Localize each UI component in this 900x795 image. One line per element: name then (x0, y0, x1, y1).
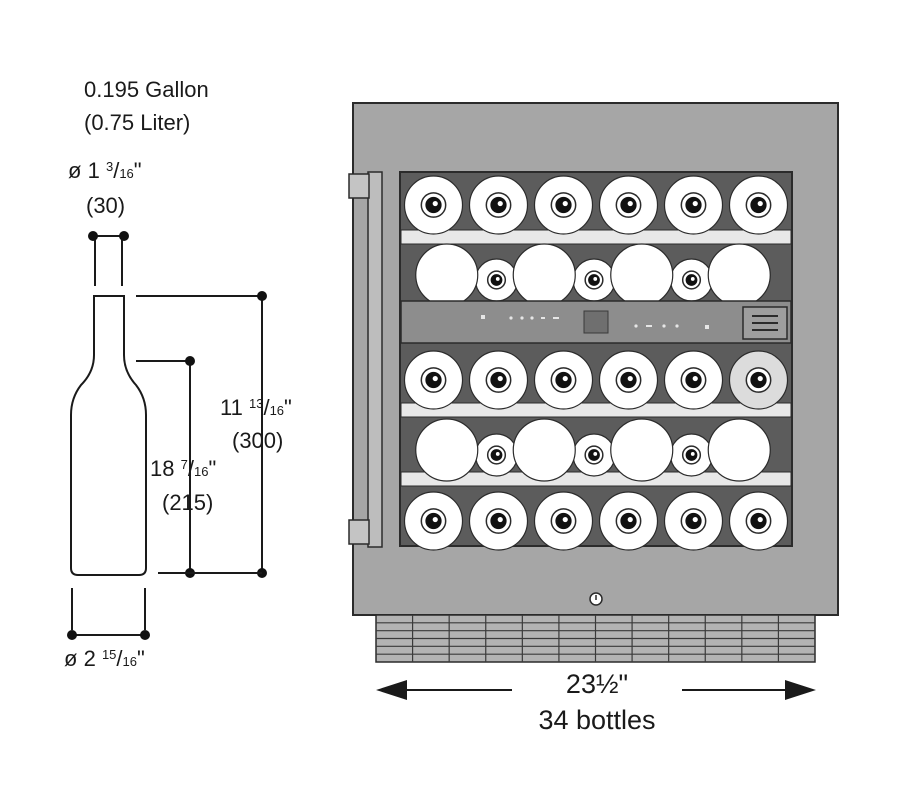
neck-dim-dot-left (88, 231, 98, 241)
height-body-denominator: 16 (193, 464, 209, 479)
neck-diameter-label: ø 1 3/16" (68, 158, 142, 183)
bottle-capacity-gallon: 0.195 Gallon (84, 77, 209, 102)
base-dot-left (67, 630, 77, 640)
arrow-head-right (785, 680, 816, 700)
handle-mount-top (348, 173, 370, 199)
cooler-interior (399, 171, 793, 547)
diameter-symbol: ø (64, 646, 78, 671)
height-total-label: 11 13/16" (220, 395, 292, 420)
temperature-display (583, 310, 609, 334)
neck-diameter-numerator: 3 (105, 159, 114, 174)
base-diameter-numerator: 15 (101, 647, 117, 662)
control-indicators (481, 315, 709, 329)
bottle-base (512, 418, 576, 482)
height-body-numerator: 7 (180, 457, 188, 472)
height-total-mm: (300) (232, 428, 284, 453)
bottle-front (403, 175, 464, 235)
neck-dim-dot-right (119, 231, 129, 241)
indicator-light (509, 316, 513, 320)
bottle-base (610, 418, 674, 482)
arrow-head-left (376, 680, 407, 700)
indicator-light (705, 325, 709, 329)
bottle-front (728, 350, 789, 410)
base-dot-right (140, 630, 150, 640)
bottle-front (728, 175, 789, 235)
height-dot-top (257, 291, 267, 301)
bottle-front (598, 491, 659, 551)
bottle-base (415, 418, 479, 482)
bottle-front (468, 491, 529, 551)
bottle-front (663, 491, 724, 551)
indicator-light (541, 317, 545, 319)
cooler-drawing (348, 102, 839, 700)
inch-mark: " (133, 158, 142, 183)
bottle-front (663, 175, 724, 235)
body-dot-top (185, 356, 195, 366)
indicator-light (520, 316, 524, 320)
indicator-light (675, 324, 679, 328)
neck-diameter-mm: (30) (86, 193, 126, 218)
indicator-light (553, 317, 559, 319)
height-body-label: 18 7/16" (150, 456, 217, 481)
shelf-1 (400, 229, 792, 245)
height-body-mm: (215) (162, 490, 214, 515)
bottle-front (572, 258, 616, 302)
door-handle (367, 171, 383, 548)
bottle-capacity-liter: (0.75 Liter) (84, 110, 191, 135)
bottle-front (468, 350, 529, 410)
height-total-numerator: 13 (248, 396, 264, 411)
bottle-front (533, 175, 594, 235)
handle-mount-bottom (348, 519, 370, 545)
base-diameter-label: ø 2 15/16" (64, 646, 145, 671)
cooler-width-label: 23½" (565, 669, 629, 699)
bottle-front (474, 258, 519, 302)
bottle-front (468, 175, 529, 235)
indicator-light (530, 316, 534, 320)
bottle-base (415, 243, 479, 307)
menu-icon (752, 315, 778, 331)
bottle-front (403, 350, 464, 410)
bottle-drawing (67, 231, 267, 640)
vent-grille (375, 614, 816, 663)
base-diameter-whole: 2 (83, 646, 96, 671)
bottle-front (533, 491, 594, 551)
indicator-light (662, 324, 666, 328)
indicator-light (634, 324, 638, 328)
bottle-rows (403, 175, 789, 551)
bottle-front (669, 433, 714, 477)
height-total-denominator: 16 (269, 403, 285, 418)
bottle-base (610, 243, 674, 307)
bottle-base (707, 418, 771, 482)
bottle-outline (70, 295, 147, 576)
bottle-front (533, 350, 594, 410)
bottle-base (512, 243, 576, 307)
bottle-front (663, 350, 724, 410)
inch-mark: " (137, 646, 145, 671)
height-total-whole: 11 (220, 395, 243, 420)
bottle-front (598, 350, 659, 410)
inch-mark: " (284, 395, 292, 420)
bottle-front (403, 491, 464, 551)
indicator-light (646, 325, 652, 327)
bottle-front (474, 433, 519, 477)
bottle-front (572, 433, 616, 477)
indicator-light (481, 315, 485, 319)
inch-mark: " (208, 456, 217, 481)
bottle-base (707, 243, 771, 307)
bottle-front (669, 258, 714, 302)
base-diameter-denominator: 16 (122, 654, 138, 669)
bottle-front (598, 175, 659, 235)
cooler-capacity-label: 34 bottles (538, 705, 656, 735)
neck-diameter-denominator: 16 (119, 166, 134, 181)
height-body-whole: 18 (150, 456, 175, 481)
bottle-front (728, 491, 789, 551)
shelf-3 (400, 402, 792, 418)
width-arrow (376, 680, 816, 700)
neck-diameter-whole: 1 (87, 158, 100, 183)
diameter-symbol: ø (68, 158, 82, 183)
